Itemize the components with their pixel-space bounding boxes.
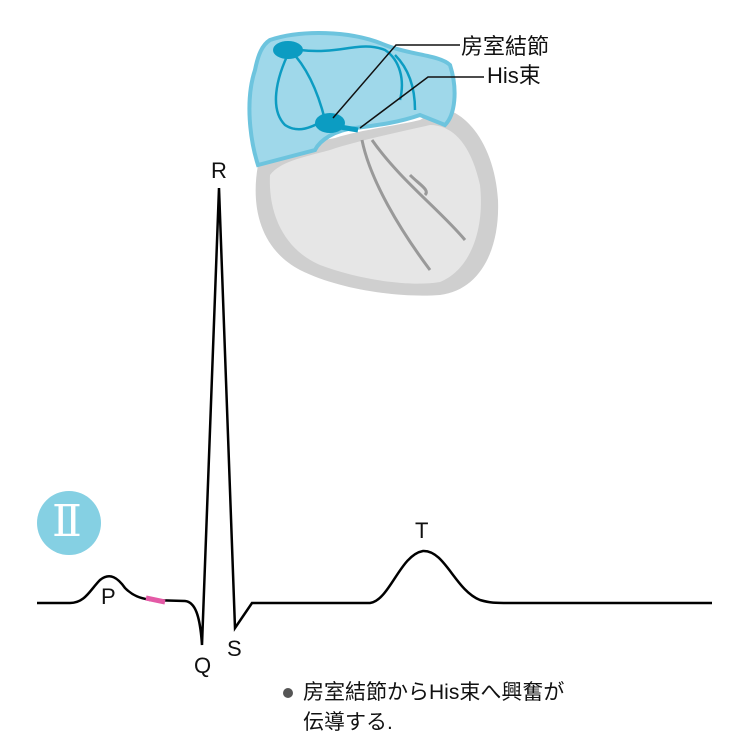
his-leader bbox=[359, 76, 484, 129]
q-wave-label: Q bbox=[194, 653, 212, 678]
his-bundle bbox=[339, 124, 359, 133]
av-node-leader bbox=[332, 44, 460, 119]
t-wave-label: T bbox=[415, 518, 429, 543]
caption-line-2: 伝導する. bbox=[303, 711, 393, 734]
p-wave-label: P bbox=[101, 584, 116, 609]
av-node bbox=[315, 113, 345, 133]
pr-segment-highlight bbox=[145, 595, 166, 605]
sa-node bbox=[273, 41, 303, 59]
heart-illustration bbox=[247, 31, 499, 296]
caption-line-1: 房室結節からHis束へ興奮が bbox=[303, 681, 565, 704]
his-bundle-label: His束 bbox=[487, 63, 541, 88]
lead-badge bbox=[37, 491, 101, 555]
lead-badge-label: Ⅱ bbox=[52, 496, 82, 547]
ecg-trace bbox=[37, 187, 712, 646]
av-node-label: 房室結節 bbox=[461, 34, 550, 59]
bullet-icon bbox=[283, 688, 293, 698]
r-wave-label: R bbox=[211, 158, 227, 183]
s-wave-label: S bbox=[227, 636, 242, 661]
